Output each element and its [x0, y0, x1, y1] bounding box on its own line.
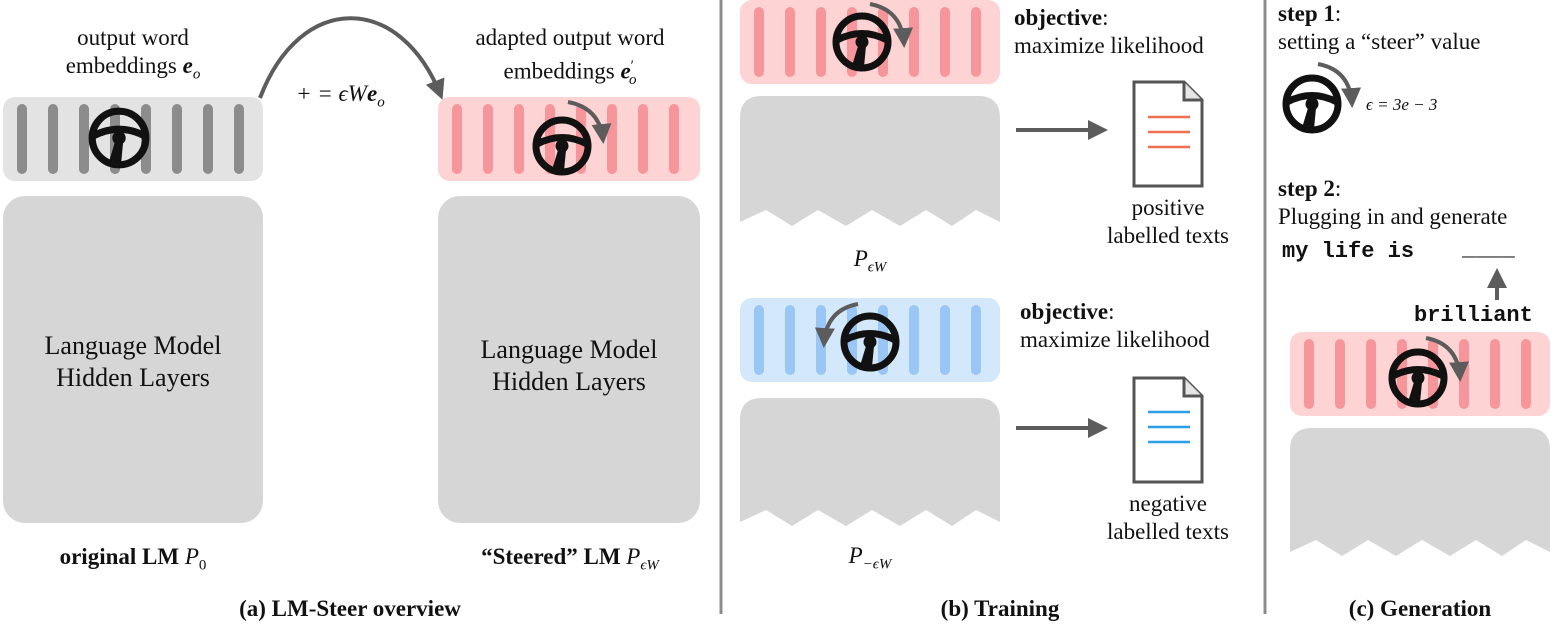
symbol: e [620, 58, 631, 84]
label-line: embeddings eo [3, 52, 263, 89]
symbol: P [184, 544, 199, 569]
rotation-arrow [814, 302, 859, 348]
objective-label-top: objective: maximize likelihood [1014, 4, 1254, 60]
negative-hidden-layers-box [740, 398, 1000, 526]
label-line: labelled texts [1107, 519, 1229, 544]
label-text: “Steered” LM [481, 544, 621, 569]
objective-label-bottom: objective: maximize likelihood [1020, 298, 1260, 354]
caption-a: (a) LM-Steer overview [239, 596, 461, 621]
positive-embedding-strip [740, 0, 1000, 84]
step-text: Plugging in and generate [1278, 204, 1508, 229]
step2-label: step 2: Plugging in and generate [1278, 175, 1562, 231]
label-line: Hidden Layers [56, 363, 210, 392]
positive-texts-label: positive labelled texts [1088, 194, 1248, 250]
subscript: ϵW [867, 259, 887, 276]
original-embedding-strip [3, 97, 263, 181]
objective-bold: objective [1020, 299, 1109, 324]
label-line: objective: [1014, 4, 1254, 32]
label-line: step 1: [1278, 0, 1558, 28]
original-lm-label: original LM P0 [3, 543, 263, 580]
adapted-embedding-strip [438, 97, 700, 181]
label-text: embeddings [65, 53, 177, 78]
original-hidden-layers-label: Language Model Hidden Layers [3, 330, 263, 394]
rotation-arrow [1425, 336, 1470, 382]
negative-texts-label: negative labelled texts [1088, 490, 1248, 546]
label-line: step 2: [1278, 175, 1562, 203]
subscript: o [628, 72, 637, 89]
colon: : [1108, 299, 1115, 324]
step-bold: step 1 [1278, 1, 1335, 26]
label-text: embeddings [503, 58, 615, 84]
colon: : [1334, 1, 1342, 26]
positive-hidden-layers-box [740, 96, 1000, 226]
epsilon-value: ϵ = 3e − 3 [1366, 95, 1438, 114]
symbol: e [182, 53, 193, 78]
label-line: negative [1129, 491, 1207, 516]
label-line: Language Model [480, 335, 658, 364]
subscript: 0 [198, 557, 207, 574]
symbol: P [626, 544, 641, 569]
colon: : [1102, 5, 1109, 30]
objective-text: maximize likelihood [1020, 327, 1210, 352]
steered-hidden-layers-box [438, 196, 700, 523]
steering-wheel-icon [1286, 78, 1338, 130]
label-line: positive [1131, 195, 1205, 220]
rotation-arrow [567, 100, 612, 144]
label-line: objective: [1020, 298, 1260, 326]
symbol: P [848, 543, 863, 568]
generated-word: brilliant [1414, 303, 1533, 328]
label-line: Language Model [44, 331, 222, 360]
label-line: labelled texts [1107, 223, 1229, 248]
subscript: o [192, 66, 201, 83]
rotation-arrow [869, 2, 914, 48]
generation-hidden-layers-box [1290, 428, 1550, 556]
positive-model-label: PϵW [790, 245, 950, 282]
output-embeddings-label: output word embeddings eo [3, 24, 263, 89]
adapt-arrow [258, 16, 445, 100]
caption-b: (b) Training [940, 596, 1060, 621]
formula-prefix: + = ϵW [296, 81, 367, 106]
update-formula: + = ϵWeo [296, 80, 436, 117]
rotation-arrow [1317, 62, 1362, 108]
original-hidden-layers-box [3, 196, 263, 523]
negative-model-label: P−ϵW [790, 542, 950, 579]
objective-bold: objective [1014, 5, 1103, 30]
subscript: −ϵW [862, 556, 892, 573]
prime: ′ [630, 58, 634, 74]
negative-document-icon [1132, 376, 1204, 484]
step1-label: step 1: setting a “steer” value [1278, 0, 1558, 56]
blank-slot: ____ [1462, 237, 1515, 262]
label-text: original LM [59, 544, 180, 569]
symbol: P [853, 246, 868, 271]
steered-lm-label: “Steered” LM PϵW [430, 543, 710, 580]
subscript: ϵW [640, 557, 659, 574]
steered-hidden-layers-label: Language Model Hidden Layers [438, 334, 700, 398]
subscript: o [377, 94, 385, 111]
symbol: e [366, 81, 378, 106]
label-line: Hidden Layers [492, 367, 646, 396]
prompt-text: my life is [1282, 239, 1415, 264]
positive-document-icon [1132, 80, 1204, 188]
label-line: adapted output word [475, 25, 665, 50]
objective-text: maximize likelihood [1014, 33, 1204, 58]
caption-c: (c) Generation [1348, 596, 1492, 621]
label-line: output word [77, 25, 189, 50]
colon: : [1334, 176, 1342, 201]
step-bold: step 2 [1278, 176, 1335, 201]
step-text: setting a “steer” value [1278, 29, 1481, 54]
label-line: embeddings e′o [430, 52, 710, 94]
adapted-embeddings-label: adapted output word embeddings e′o [430, 24, 710, 94]
